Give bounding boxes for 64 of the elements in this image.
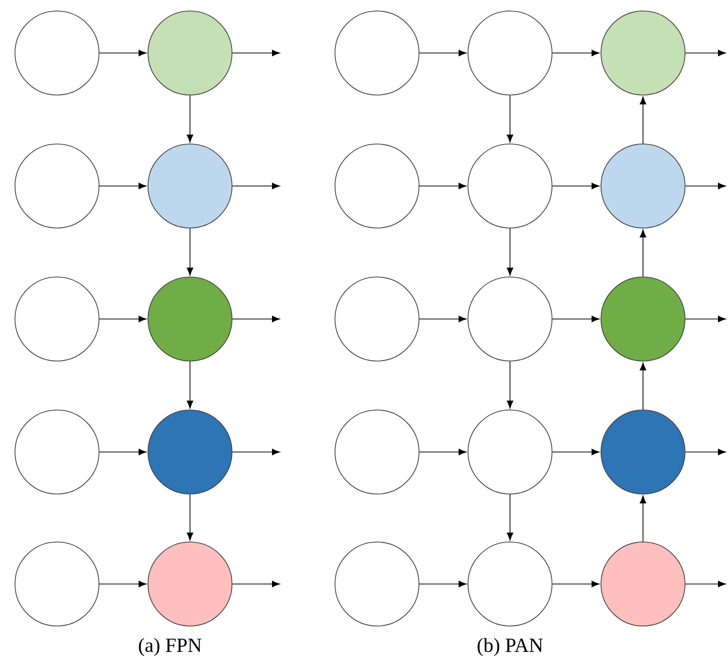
arrow (640, 362, 646, 410)
arrow (685, 448, 726, 456)
circle-node (334, 542, 420, 626)
arrow (232, 182, 280, 190)
arrow (552, 448, 600, 456)
arrow (232, 448, 280, 456)
circle-node (334, 10, 420, 96)
circle-node (148, 542, 232, 626)
circle-node (14, 410, 100, 494)
arrow (186, 361, 194, 408)
circle-node (334, 144, 420, 228)
circle-node (468, 10, 552, 96)
arrow (419, 580, 466, 588)
circle-node (468, 276, 552, 362)
arrow (552, 182, 600, 190)
circle-node (468, 410, 552, 494)
arrow (640, 230, 646, 277)
arrow (506, 95, 514, 142)
arrow (506, 494, 514, 540)
circle-node (600, 144, 686, 228)
circle-node (148, 410, 232, 494)
arrow (419, 182, 466, 190)
circle-node (600, 410, 686, 494)
arrow (685, 182, 726, 190)
circle-node (334, 276, 420, 362)
arrow (552, 50, 600, 56)
circle-node (148, 144, 232, 228)
circle-node (148, 276, 232, 362)
circle-node (600, 10, 686, 96)
arrow (99, 50, 146, 56)
circle-node (14, 144, 100, 228)
arrow (640, 96, 646, 144)
arrow (186, 228, 194, 276)
arrow (506, 228, 514, 276)
arrow (640, 496, 646, 542)
arrow (419, 316, 466, 322)
arrow (99, 448, 146, 456)
circle-node (468, 144, 552, 228)
arrow (99, 580, 146, 588)
circle-node (148, 10, 232, 96)
arrow (552, 580, 600, 588)
arrow (99, 316, 146, 322)
circle-node (600, 276, 686, 362)
caption: (a) FPN (138, 638, 202, 656)
arrow (186, 494, 194, 540)
circle-node (14, 542, 100, 626)
circle-node (600, 542, 686, 626)
caption: (b) PAN (478, 638, 543, 656)
arrow (419, 50, 466, 56)
arrow (685, 50, 726, 56)
arrow (232, 580, 280, 588)
arrow (419, 448, 466, 456)
arrow (99, 182, 146, 190)
arrow (232, 316, 280, 322)
arrow (232, 50, 280, 56)
arrow (186, 95, 194, 142)
circle-node (334, 410, 420, 494)
arrow (506, 361, 514, 408)
arrow (552, 316, 600, 322)
circle-node (14, 10, 100, 96)
arrow (685, 316, 726, 322)
circle-node (14, 276, 100, 362)
arrow (685, 580, 726, 588)
circle-node (468, 542, 552, 626)
